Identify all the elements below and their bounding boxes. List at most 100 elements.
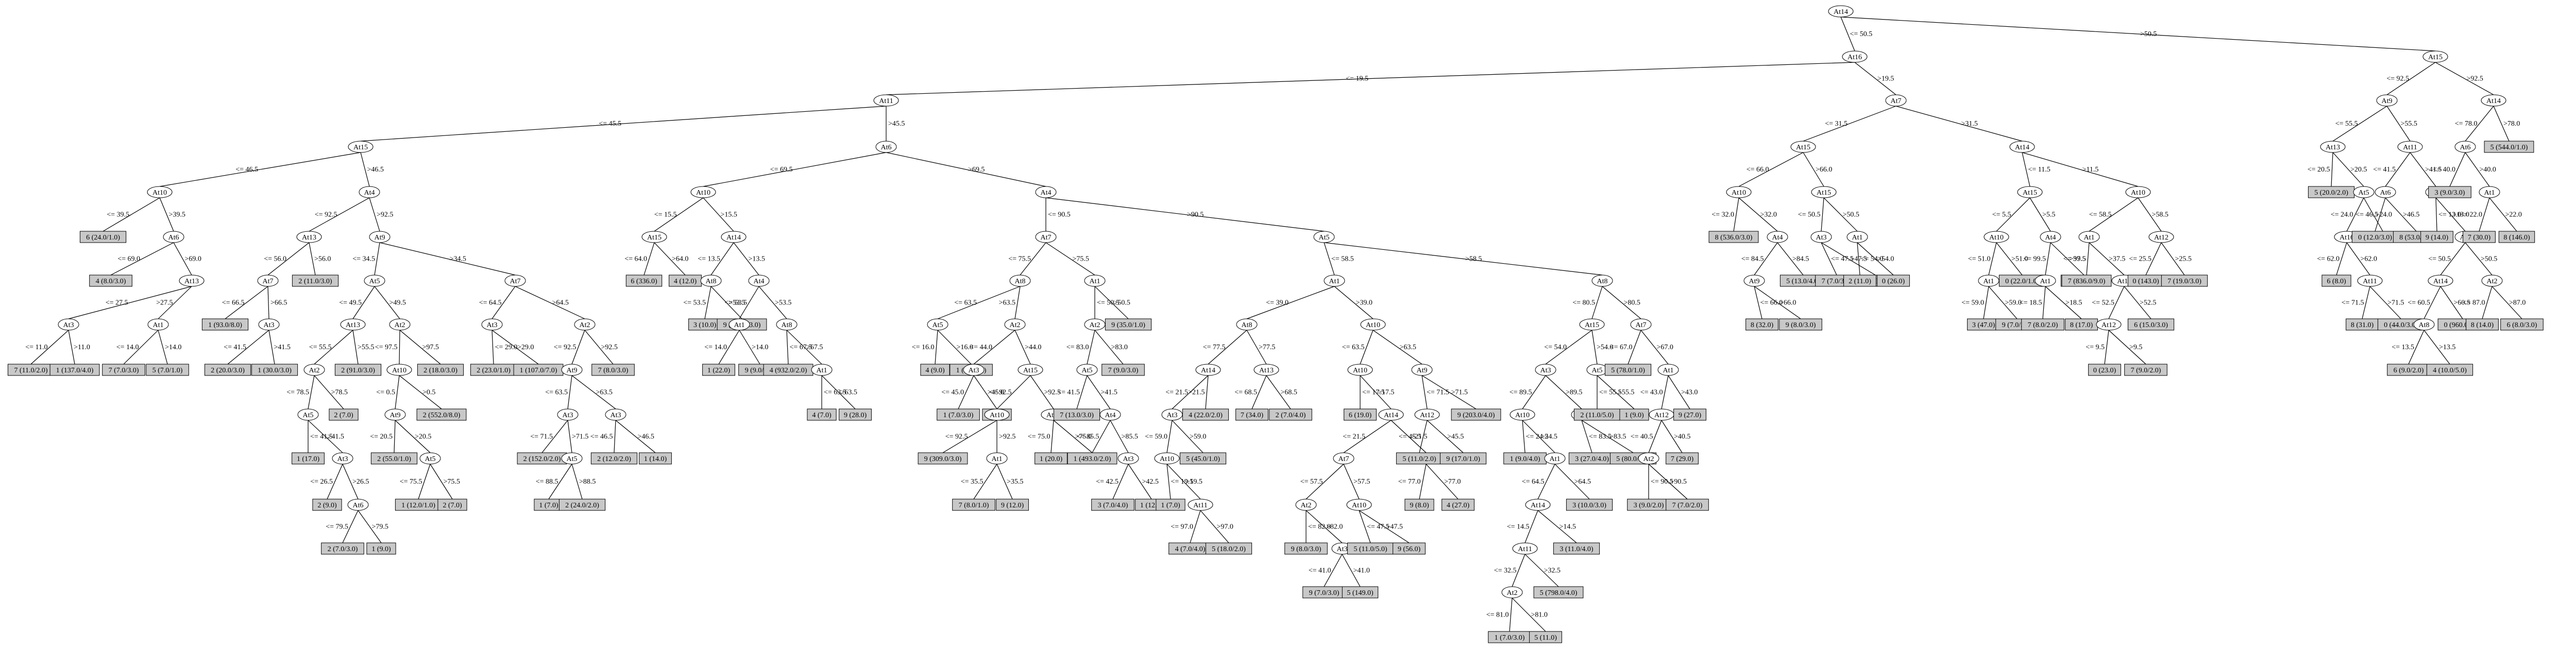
edge-condition-label: >75.5 xyxy=(1073,255,1089,263)
split-ellipse xyxy=(557,408,579,421)
leaf-label: 1 (137.0/4.0) xyxy=(56,367,94,374)
split-ellipse xyxy=(1018,364,1043,376)
tree-edge xyxy=(1166,464,1201,500)
edge-condition-label: <= 62.0 xyxy=(2317,255,2340,263)
tree-edge xyxy=(159,152,361,187)
tree-edge xyxy=(1246,286,1335,319)
leaf-box xyxy=(1604,364,1652,376)
tree-edge xyxy=(1554,464,1590,500)
edge-condition-label: <= 42.5 xyxy=(1096,478,1118,486)
split-node: At4 xyxy=(1099,408,1121,421)
leaf-label: 1 (93.0/8.0) xyxy=(208,321,242,329)
split-ellipse xyxy=(2357,275,2383,287)
split-node: At10 xyxy=(1360,318,1386,331)
tree-edge xyxy=(1343,420,1392,453)
edge-condition-label: <= 19.5 xyxy=(1346,75,1368,83)
tree-edge xyxy=(1208,330,1247,365)
split-attribute-label: At1 xyxy=(992,455,1003,463)
edge-condition-label: >71.5 xyxy=(2387,299,2404,307)
leaf-box xyxy=(1439,452,1487,465)
edge-condition-label: >22.0 xyxy=(2505,211,2522,219)
split-node: At2 xyxy=(303,364,325,376)
split-node: At6 xyxy=(163,231,184,243)
tree-edge xyxy=(2331,152,2333,187)
split-attribute-label: At10 xyxy=(1515,412,1530,419)
split-ellipse xyxy=(1084,275,1106,287)
tree-edge xyxy=(2493,106,2510,142)
tree-edge xyxy=(2465,242,2493,276)
split-node: At5 xyxy=(419,452,441,465)
edge-condition-label: <= 25.5 xyxy=(2129,255,2151,263)
leaf-node: 3 (47.0) xyxy=(1967,318,2000,331)
tree-edge xyxy=(1524,554,1559,587)
edge-condition-label: >63.5 xyxy=(1400,344,1416,351)
split-node: At15 xyxy=(2422,50,2448,63)
leaf-node: 3 (7.0/4.0) xyxy=(1091,499,1134,511)
leaf-box xyxy=(1619,408,1649,421)
edge-condition-label: <= 49.5 xyxy=(339,299,362,307)
tree-edge xyxy=(2045,242,2051,276)
edge-condition-label: <= 41.5 xyxy=(310,433,333,441)
edge-condition-label: >60.5 xyxy=(2454,299,2470,307)
split-ellipse xyxy=(348,141,374,153)
split-attribute-label: At5 xyxy=(303,412,314,419)
leaf-label: 2 (7.0/3.0) xyxy=(328,545,358,553)
leaf-label: 1 (9.0) xyxy=(371,545,391,553)
tree-edge xyxy=(935,330,938,365)
leaf-label: 0 (12.0/3.0) xyxy=(2358,234,2392,242)
edge-condition-label: <= 71.5 xyxy=(1427,389,1449,397)
tree-edge xyxy=(1512,554,1526,587)
edge-condition-label: <= 83.5 xyxy=(1589,433,1612,441)
split-attribute-label: At16 xyxy=(2340,234,2354,242)
tree-edge xyxy=(327,464,343,500)
tree-edge xyxy=(1591,286,1603,319)
split-node: At6 xyxy=(875,141,897,153)
edge-condition-label: >84.5 xyxy=(1792,255,1809,263)
tree-edge xyxy=(1803,152,1824,187)
split-node: At15 xyxy=(641,231,667,243)
edge-condition-label: <= 79.5 xyxy=(326,523,348,531)
edge-condition-label: <= 66.0 xyxy=(1760,299,1783,307)
tree-edge xyxy=(1648,464,1688,500)
edge-condition-label: >41.5 xyxy=(274,344,291,351)
split-node: At8 xyxy=(2413,318,2435,331)
leaf-node: 2 (7.0) xyxy=(329,408,359,421)
leaf-box xyxy=(1666,452,1699,465)
edge-condition-label: <= 50.5 xyxy=(1850,30,1873,38)
split-ellipse xyxy=(2481,94,2506,107)
leaf-node: 1 (7.0) xyxy=(1156,499,1185,511)
leaf-node: 9 (7.0/3.0) xyxy=(1302,586,1346,598)
split-node: At10 xyxy=(1726,186,1752,198)
edge-condition-label: >87.0 xyxy=(2509,299,2526,307)
leaf-node: 4 (12.0) xyxy=(669,275,702,287)
split-node: At14 xyxy=(1525,499,1551,511)
edge-condition-label: <= 5.5 xyxy=(1992,211,2011,219)
leaf-box xyxy=(920,364,950,376)
split-attribute-label: At4 xyxy=(754,278,765,285)
leaf-node: 7 (9.0/3.0) xyxy=(1101,364,1145,376)
edge-condition-label: >90.5 xyxy=(1187,211,1204,219)
leaf-node: 7 (7.0/3.0) xyxy=(102,364,145,376)
split-ellipse xyxy=(504,275,526,287)
split-node: At3 xyxy=(1535,364,1556,376)
split-ellipse xyxy=(1035,186,1057,198)
split-attribute-label: At4 xyxy=(1105,412,1116,419)
tree-edge xyxy=(1522,375,1546,409)
edge-condition-label: <= 69.5 xyxy=(770,166,793,174)
leaf-box xyxy=(1393,542,1426,555)
split-node: At1 xyxy=(986,452,1008,465)
tree-edge xyxy=(1419,464,1427,500)
leaf-box xyxy=(1533,586,1584,598)
tree-edge xyxy=(308,375,315,409)
split-ellipse xyxy=(297,408,319,421)
leaf-box xyxy=(952,499,995,511)
split-attribute-label: At10 xyxy=(1732,189,1746,197)
split-attribute-label: At7 xyxy=(1891,97,1902,105)
split-attribute-label: At9 xyxy=(390,412,401,419)
edge-condition-label: >25.5 xyxy=(2175,255,2192,263)
edge-condition-label: <= 71.5 xyxy=(2342,299,2364,307)
leaf-node: 2 (7.0/3.0) xyxy=(321,542,364,555)
leaf-node: 7 (29.0) xyxy=(1666,452,1699,465)
split-ellipse xyxy=(2376,94,2398,107)
tree-edge xyxy=(1426,464,1459,500)
